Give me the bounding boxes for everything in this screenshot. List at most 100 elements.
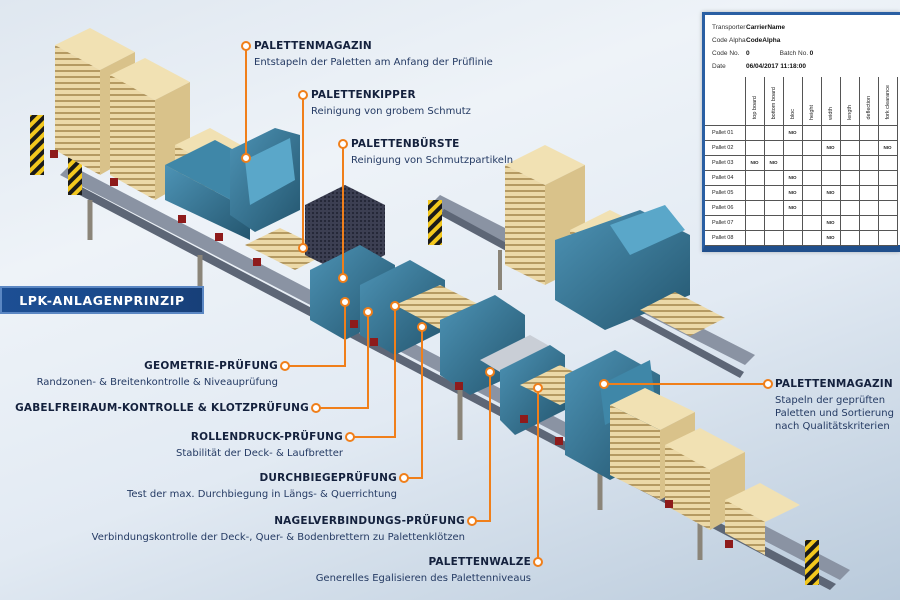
field-code-alpha: Code Alpha CodeAlpha bbox=[712, 37, 781, 44]
report-row: Pallet 01 NIO bbox=[705, 124, 898, 141]
banner-title: LPK-ANLAGENPRINZIP bbox=[19, 292, 185, 308]
report-cell bbox=[877, 169, 898, 186]
report-cell: NIO bbox=[782, 184, 803, 201]
report-row: Pallet 08 NIO bbox=[705, 229, 898, 246]
report-cell bbox=[839, 139, 860, 156]
callout-palettenbuerste: PALETTENBÜRSTE Reinigung von Schmutzpart… bbox=[351, 138, 514, 166]
report-cell bbox=[763, 214, 784, 231]
report-cell bbox=[782, 229, 803, 246]
report-cell bbox=[858, 214, 879, 231]
field-transporter: Transporter CarrierName bbox=[712, 24, 786, 31]
report-cell bbox=[820, 199, 841, 216]
report-cell bbox=[744, 169, 765, 186]
report-cell bbox=[744, 199, 765, 216]
report-cell bbox=[877, 229, 898, 246]
report-cell bbox=[858, 184, 879, 201]
report-cell bbox=[839, 214, 860, 231]
report-cell bbox=[782, 154, 803, 171]
report-cell: NIO bbox=[782, 124, 803, 141]
report-cell bbox=[782, 214, 803, 231]
report-cell bbox=[801, 229, 822, 246]
report-column-header: length bbox=[839, 77, 860, 126]
report-cell bbox=[839, 199, 860, 216]
report-cell bbox=[839, 154, 860, 171]
report-cell bbox=[763, 169, 784, 186]
title-banner: LPK-ANLAGENPRINZIP bbox=[0, 286, 204, 314]
report-cell bbox=[877, 124, 898, 141]
report-cell: NIO bbox=[763, 154, 784, 171]
report-cell bbox=[763, 229, 784, 246]
report-cell bbox=[839, 124, 860, 141]
callout-palettenmagazin-end: PALETTENMAGAZIN Stapeln der geprüften Pa… bbox=[775, 378, 894, 432]
report-cell bbox=[820, 154, 841, 171]
report-cell bbox=[744, 184, 765, 201]
report-cell bbox=[877, 214, 898, 231]
report-cell bbox=[763, 184, 784, 201]
report-row-label: Pallet 08 bbox=[705, 229, 746, 246]
report-corner bbox=[705, 77, 745, 126]
report-cell bbox=[858, 154, 879, 171]
report-row-label: Pallet 01 bbox=[705, 124, 746, 141]
report-cell bbox=[744, 139, 765, 156]
inspection-stations bbox=[310, 245, 600, 435]
report-cell bbox=[877, 154, 898, 171]
report-row-label: Pallet 06 bbox=[705, 199, 746, 216]
field-code-no: Code No. 0 Batch No. 0 bbox=[712, 50, 814, 57]
report-cell bbox=[839, 169, 860, 186]
report-row-label: Pallet 03 bbox=[705, 154, 746, 171]
leader-lines bbox=[245, 48, 764, 562]
report-column-header: fork clearance bbox=[877, 77, 898, 126]
report-cell: NIO bbox=[820, 214, 841, 231]
field-date: Date 06/04/2017 11:18:00 bbox=[712, 63, 806, 70]
hazard-post bbox=[30, 115, 44, 175]
inspection-report: Transporter CarrierName Code Alpha CodeA… bbox=[702, 12, 900, 252]
report-cell bbox=[744, 229, 765, 246]
report-cell bbox=[782, 139, 803, 156]
callout-geometrie: GEOMETRIE-PRÜFUNG Randzonen- & Breitenko… bbox=[36, 360, 278, 388]
report-row-label: Pallet 02 bbox=[705, 139, 746, 156]
report-cell: NIO bbox=[782, 169, 803, 186]
report-cell: NIO bbox=[820, 184, 841, 201]
leader-dots bbox=[241, 41, 773, 567]
report-cell bbox=[839, 229, 860, 246]
report-cell bbox=[801, 199, 822, 216]
callout-palettenwalze: PALETTENWALZE Generelles Egalisieren des… bbox=[315, 556, 531, 584]
report-row: Pallet 06 NIO bbox=[705, 199, 898, 216]
pallet-on-conveyor bbox=[245, 228, 330, 270]
report-cell bbox=[820, 124, 841, 141]
report-cell bbox=[801, 169, 822, 186]
report-cell bbox=[744, 214, 765, 231]
callout-palettenmagazin-start: PALETTENMAGAZIN Entstapeln der Paletten … bbox=[254, 40, 493, 68]
report-cell bbox=[858, 199, 879, 216]
report-cell bbox=[763, 199, 784, 216]
report-cell bbox=[858, 139, 879, 156]
report-cell bbox=[877, 199, 898, 216]
report-cell bbox=[858, 169, 879, 186]
report-column-header: top board bbox=[744, 77, 765, 126]
report-column-header: width bbox=[820, 77, 841, 126]
report-cell: NIO bbox=[877, 139, 898, 156]
report-cell bbox=[877, 184, 898, 201]
machine-entry-magazine bbox=[165, 128, 300, 240]
report-cell: NIO bbox=[820, 229, 841, 246]
report-cell bbox=[839, 184, 860, 201]
report-cell bbox=[858, 229, 879, 246]
report-column-header: height bbox=[801, 77, 822, 126]
report-meta: Transporter CarrierName Code Alpha CodeA… bbox=[712, 21, 900, 73]
report-cell: NIO bbox=[782, 199, 803, 216]
callout-durchbiege: DURCHBIEGEPRÜFUNG Test der max. Durchbie… bbox=[126, 472, 397, 500]
callout-nagelverbindung: NAGELVERBINDUNGS-PRÜFUNG Verbindungskont… bbox=[91, 515, 465, 543]
callout-gabelfreiraum: GABELFREIRAUM-KONTROLLE & KLOTZPRÜFUNG bbox=[15, 402, 309, 414]
sensors bbox=[50, 150, 733, 548]
report-cell: NIO bbox=[820, 139, 841, 156]
report-cell bbox=[801, 154, 822, 171]
report-column-header: bloc bbox=[782, 77, 803, 126]
callout-rollendruck: ROLLENDRUCK-PRÜFUNG Stabilität der Deck-… bbox=[176, 431, 343, 459]
report-row: Pallet 02 NIO NIO bbox=[705, 139, 898, 156]
